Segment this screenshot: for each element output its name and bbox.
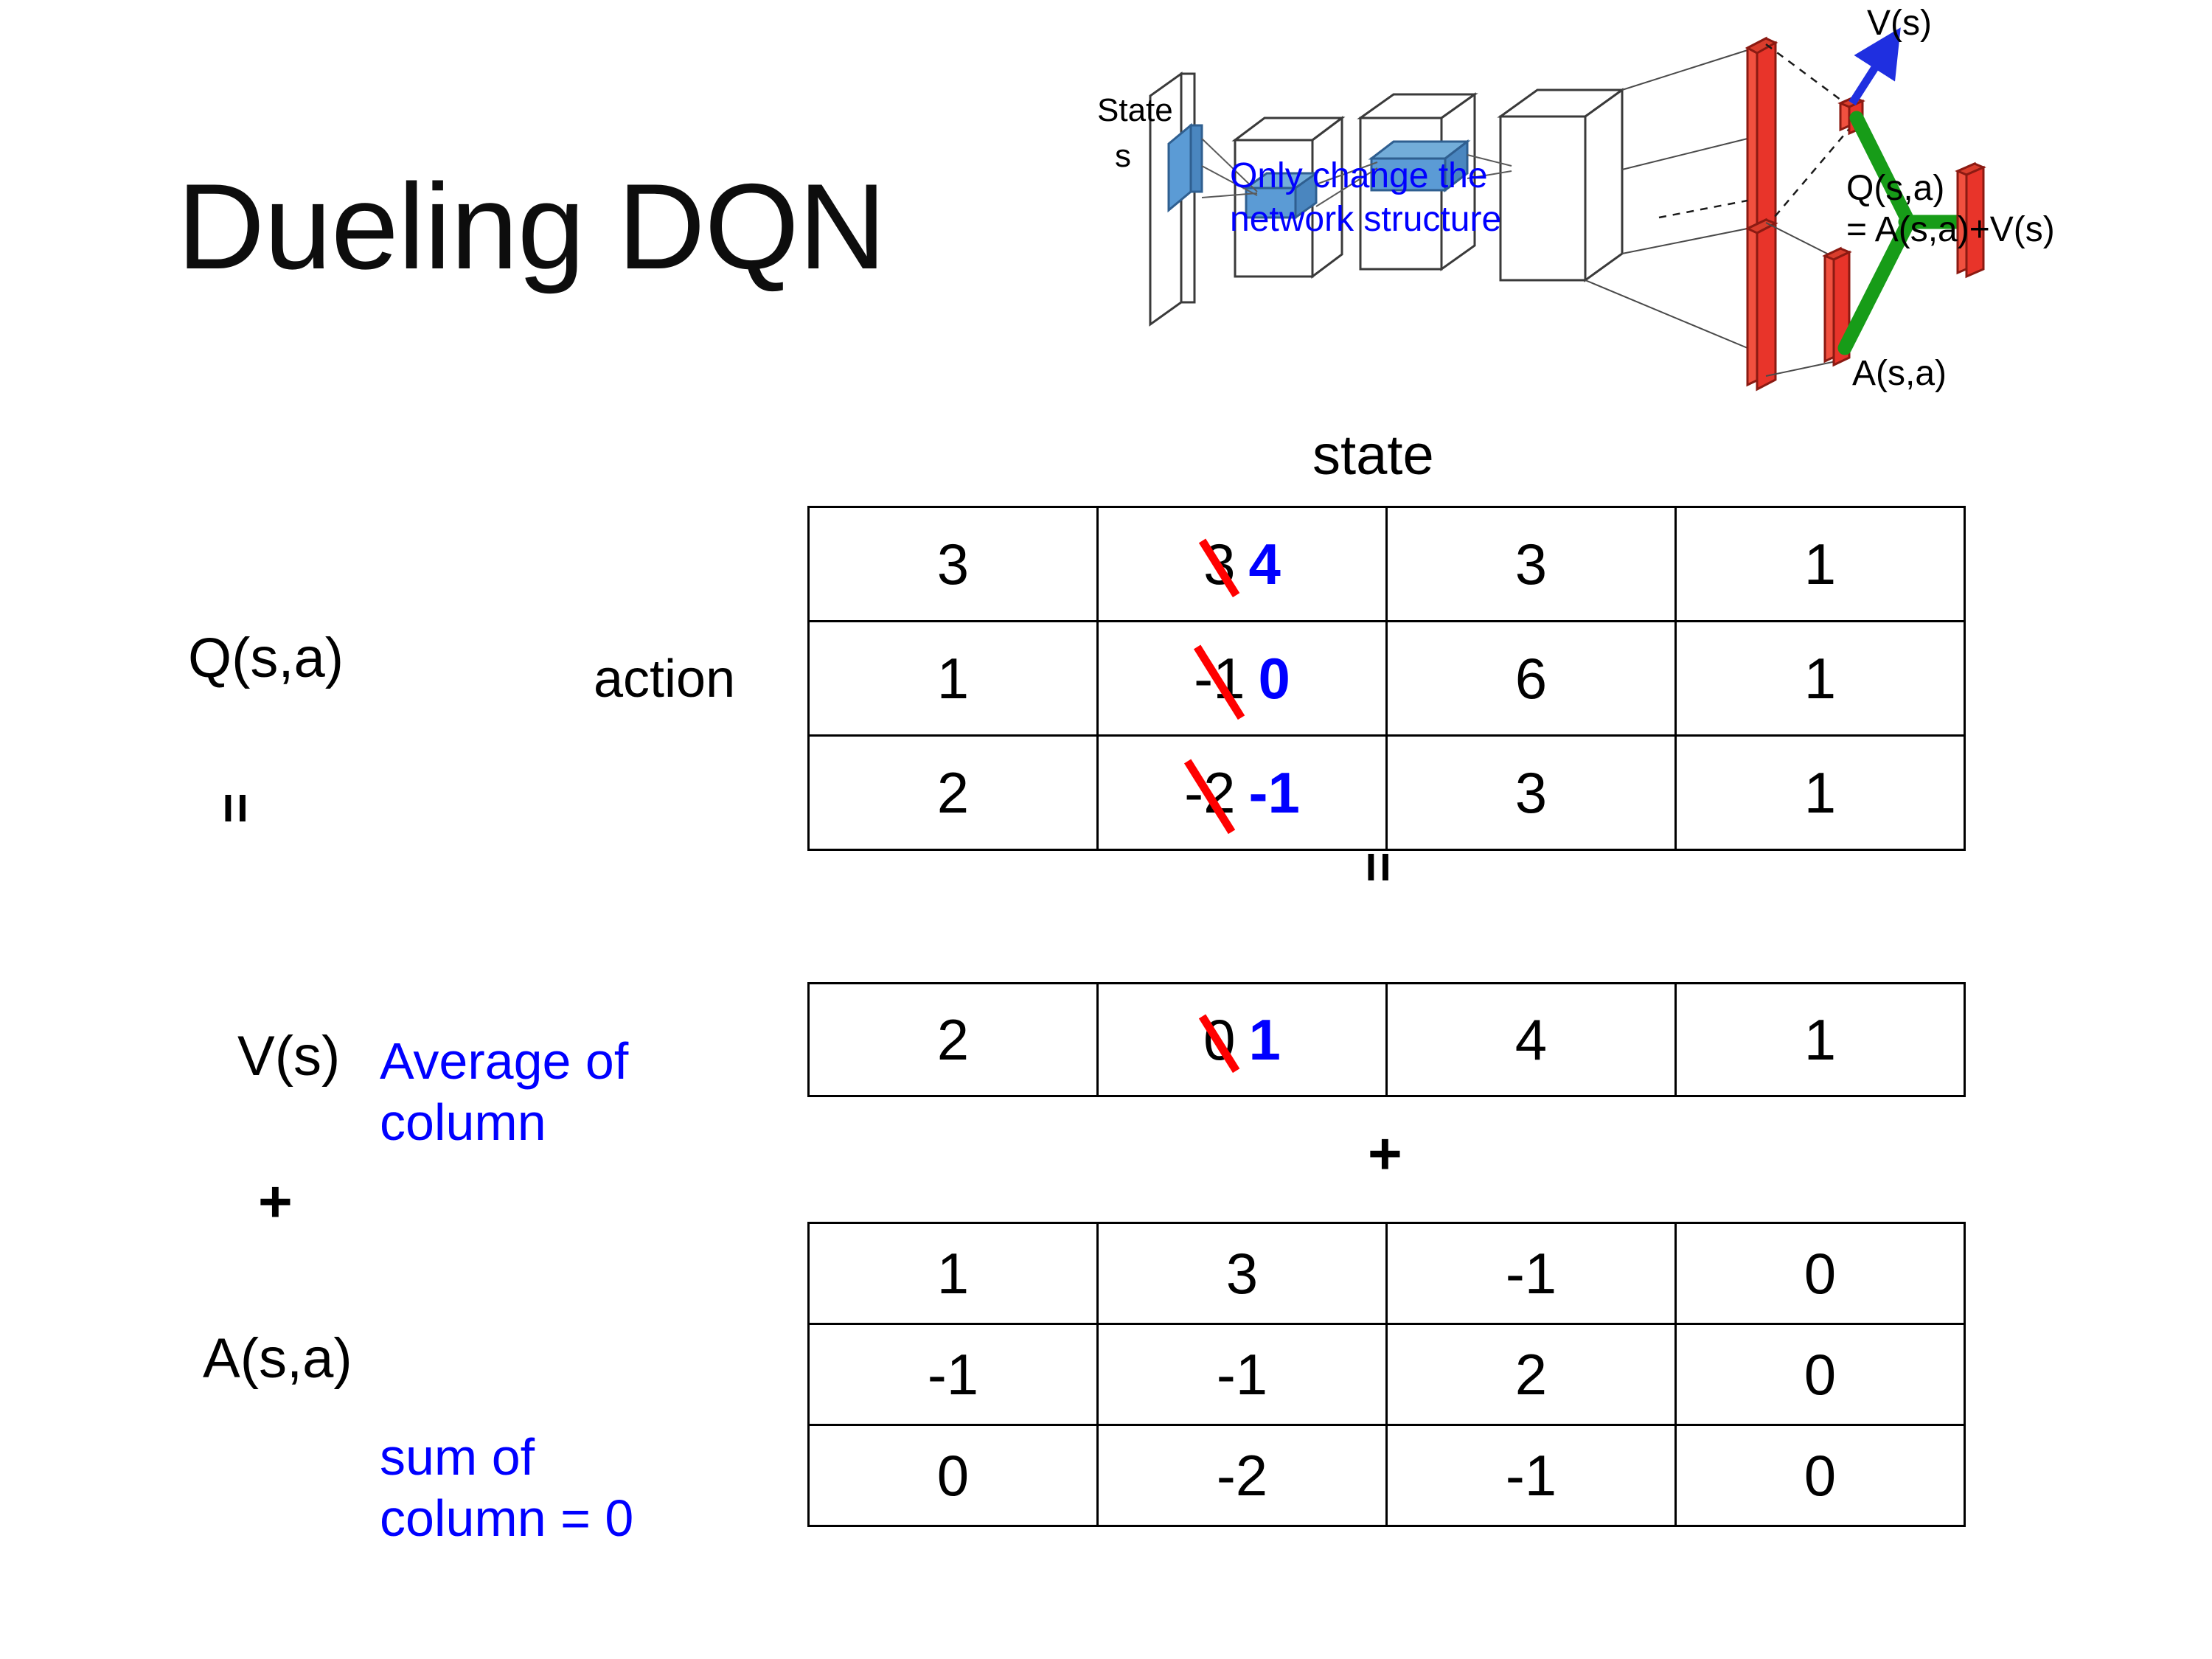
table-cell: 1 (807, 1222, 1099, 1325)
corrected-value: 0 (1258, 645, 1290, 711)
table-cell: 0 (1674, 1424, 1966, 1527)
equals-sign-left: = (206, 793, 265, 824)
diagram-input-label-state: State (1097, 92, 1173, 128)
table-cell: 1 (1674, 620, 1966, 737)
corrected-value: -1 (1248, 759, 1300, 825)
dueling-network-diagram: State s Only change the network structur… (1097, 4, 2190, 406)
q-function-label: Q(s,a) (188, 627, 344, 689)
table-cell: -1 (1385, 1222, 1677, 1325)
diagram-input-label-s: s (1115, 138, 1131, 174)
average-of-column-note: Average of column (380, 1032, 629, 1151)
table-cell: 1 (1674, 506, 1966, 622)
table-cell: 2 (1385, 1323, 1677, 1426)
diagram-advantage-label: A(s,a) (1852, 354, 1947, 393)
struck-out-value: -1 (1194, 645, 1245, 711)
diagram-note: Only change the network structure (1230, 156, 1502, 239)
equals-sign-middle: = (1349, 852, 1408, 883)
struck-out-value: -2 (1184, 759, 1236, 825)
a-function-label: A(s,a) (203, 1327, 352, 1390)
table-cell: 0 (1674, 1323, 1966, 1426)
struck-out-value: 3 (1203, 531, 1236, 597)
table-cell: -2-1 (1096, 734, 1388, 851)
state-axis-label: state (1312, 424, 1434, 487)
plus-sign-left: + (258, 1169, 293, 1234)
corrected-value: 4 (1248, 531, 1281, 597)
table-cell: 1 (1674, 734, 1966, 851)
v-function-label: V(s) (237, 1025, 341, 1088)
diagram-output-label-sum: = A(s,a)+V(s) (1846, 210, 2055, 249)
table-cell: 2 (807, 982, 1099, 1097)
table-cell: -2 (1096, 1424, 1388, 1527)
table-cell: 4 (1385, 982, 1677, 1097)
table-cell: 0 (1674, 1222, 1966, 1325)
table-cell: 1 (807, 620, 1099, 737)
table-cell: 0 (807, 1424, 1099, 1527)
sum-of-column-note: sum of column = 0 (380, 1428, 634, 1547)
table-cell: 3 (807, 506, 1099, 622)
table-cell: 3 (1385, 506, 1677, 622)
table-cell: 1 (1674, 982, 1966, 1097)
table-cell: 3 (1385, 734, 1677, 851)
table-cell: 2 (807, 734, 1099, 851)
table-cell: -1 (807, 1323, 1099, 1426)
diagram-output-label-q: Q(s,a) (1846, 169, 1945, 208)
corrected-value: 1 (1248, 1006, 1281, 1072)
table-cell: 3 (1096, 1222, 1388, 1325)
struck-out-value: 0 (1203, 1006, 1236, 1072)
table-cell: -1 (1096, 1323, 1388, 1426)
action-axis-label: action (594, 650, 736, 709)
plus-sign-middle: + (1368, 1121, 1402, 1186)
table-cell: -1 (1385, 1424, 1677, 1527)
diagram-value-label: V(s) (1867, 4, 1932, 43)
page-title: Dueling DQN (177, 159, 886, 294)
table-cell: 6 (1385, 620, 1677, 737)
